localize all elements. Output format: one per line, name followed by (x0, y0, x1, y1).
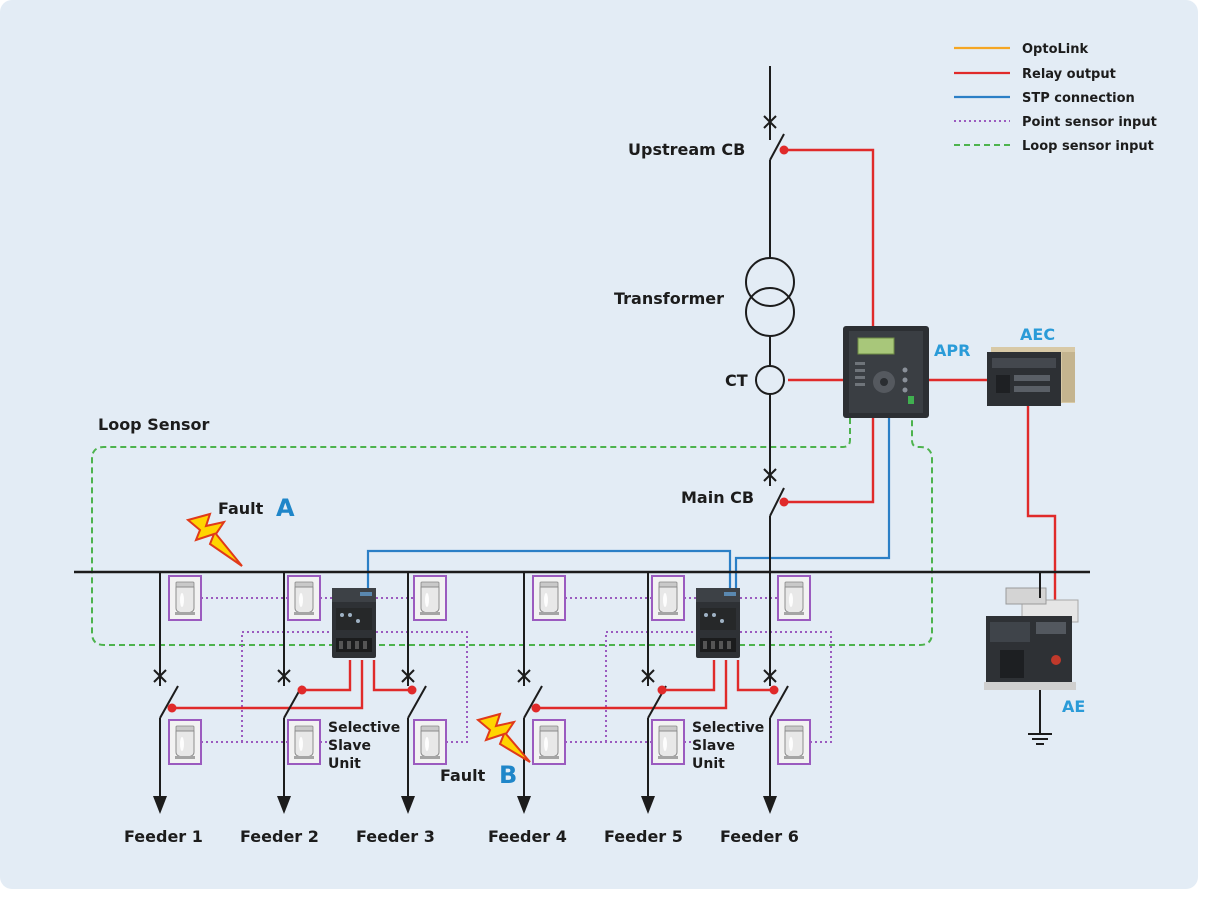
apr-label: APR (934, 341, 970, 360)
ae-connections (1028, 572, 1052, 745)
legend-point-sensor-label: Point sensor input (1022, 115, 1157, 130)
point-sensor-icon (777, 575, 811, 621)
point-sensor-icon (413, 575, 447, 621)
feeder-6-label: Feeder 6 (720, 827, 799, 846)
fault-a-letter: A (276, 494, 295, 522)
transformer-secondary-winding (745, 287, 795, 337)
fault-b-label: Fault (440, 766, 486, 785)
feeder-4-label: Feeder 4 (488, 827, 567, 846)
aec-label: AEC (1020, 325, 1055, 344)
feeder-arrows (153, 796, 777, 814)
point-sensor-icon (532, 719, 566, 765)
lightning-bolt-icon (475, 712, 531, 763)
slave-unit-2-label-line-1: Selective (692, 720, 764, 736)
slave-unit-1-label-line-3: Unit (328, 756, 361, 772)
feeder-2-arrow-icon (277, 796, 291, 814)
point-sensor-icon (287, 719, 321, 765)
feeder-3-arrow-icon (401, 796, 415, 814)
point-sensor-icon (532, 575, 566, 621)
point-sensor-icon (168, 719, 202, 765)
feeder-5-label: Feeder 5 (604, 827, 683, 846)
slave-unit-2-label-line-2: Slave (692, 738, 735, 754)
feeder-1-arrow-icon (153, 796, 167, 814)
point-sensor-icon (413, 719, 447, 765)
feeder-5-arrow-icon (641, 796, 655, 814)
ct-label: CT (725, 371, 748, 390)
selective-slave-unit-2 (696, 588, 740, 658)
main-cb-label: Main CB (681, 488, 754, 507)
slave-unit-2-label-line-3: Unit (692, 756, 725, 772)
legend-optolink-label: OptoLink (1022, 42, 1088, 57)
legend-stp-label: STP connection (1022, 91, 1135, 106)
feeder-6-arrow-icon (763, 796, 777, 814)
legend: OptoLink Relay output STP connection Poi… (954, 42, 1157, 154)
feeder-1-line (153, 572, 179, 800)
loop-sensor-line (91, 418, 933, 646)
legend-loop-sensor-label: Loop sensor input (1022, 139, 1154, 154)
feeder-lines (153, 572, 789, 800)
main-cb-trip-point (779, 497, 789, 507)
apr-device (843, 326, 929, 418)
stp-lines (366, 418, 891, 590)
feeder-6-line (763, 572, 789, 800)
slave-unit-1-label-line-2: Slave (328, 738, 371, 754)
feeder-1-label: Feeder 1 (124, 827, 203, 846)
fault-b-letter: B (499, 761, 517, 789)
feeder-4-arrow-icon (517, 796, 531, 814)
lightning-bolt-icon (185, 512, 243, 567)
upstream-cb-label: Upstream CB (628, 140, 745, 159)
fault-a-label: Fault (218, 499, 264, 518)
ae-device (984, 587, 1079, 690)
transformer-label: Transformer (614, 289, 724, 308)
legend-relay-label: Relay output (1022, 67, 1116, 82)
ae-label: AE (1062, 697, 1085, 716)
feeder-3-label: Feeder 3 (356, 827, 435, 846)
point-sensor-lines (201, 597, 832, 743)
feeder-2-label: Feeder 2 (240, 827, 319, 846)
point-sensor-icon (777, 719, 811, 765)
relay-output-lines (172, 148, 1057, 710)
feeder-3-line (401, 572, 427, 800)
loop-sensor-label: Loop Sensor (98, 415, 209, 434)
ct-icon (755, 365, 785, 395)
aec-device (987, 347, 1075, 406)
point-sensor-icon (287, 575, 321, 621)
point-sensor-icon (651, 719, 685, 765)
upstream-cb-trip-point (779, 145, 789, 155)
point-sensor-icon (651, 575, 685, 621)
transformer-primary-winding (745, 257, 795, 307)
main-supply-line (745, 66, 795, 572)
slave-unit-1-label-line-1: Selective (328, 720, 400, 736)
point-sensor-icon (168, 575, 202, 621)
feeder-trip-points (167, 685, 779, 713)
selective-slave-unit-1 (332, 588, 376, 658)
